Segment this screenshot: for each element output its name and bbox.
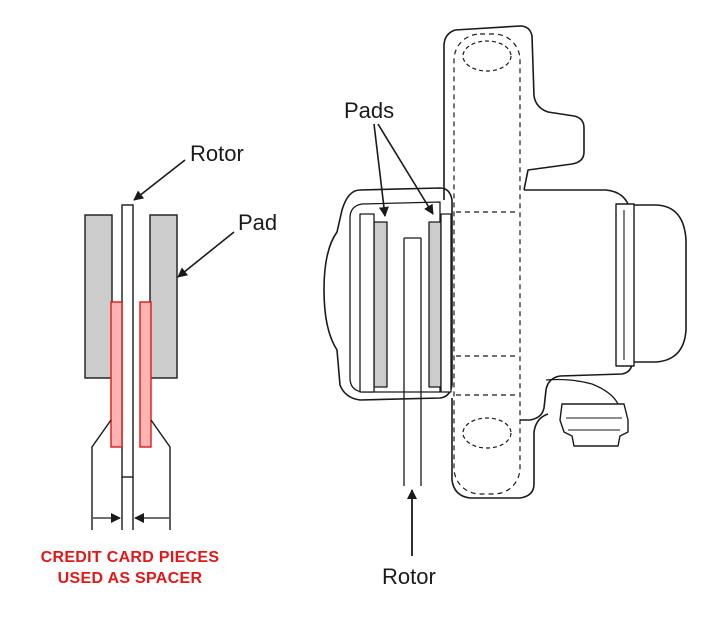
spacer-caption: CREDIT CARD PIECES USED AS SPACER xyxy=(20,548,240,590)
cross-section-diagram xyxy=(84,159,235,530)
lower-arm xyxy=(451,398,549,499)
rotor-section xyxy=(121,204,134,478)
caliper-drawing xyxy=(323,25,687,556)
right-spacer xyxy=(139,301,152,448)
caliper-body xyxy=(323,187,453,401)
caption-line-1: CREDIT CARD PIECES xyxy=(40,549,220,566)
pads-label: Pads xyxy=(344,98,395,123)
brake-hose-bracket xyxy=(545,378,619,405)
rotor-leader-left xyxy=(133,159,186,201)
piston-flange xyxy=(615,203,635,367)
piston-housing xyxy=(622,204,687,363)
rotor-label-right: Rotor xyxy=(382,564,436,589)
caliper-pad-left-plate xyxy=(359,213,375,393)
caliper-flare-right xyxy=(150,419,171,530)
left-pad xyxy=(84,214,113,379)
upper-bolt-hole xyxy=(462,40,512,72)
left-spacer xyxy=(110,301,123,448)
lower-bolt-hole xyxy=(462,417,512,449)
caption-line-2: USED AS SPACER xyxy=(57,569,203,587)
caliper-pad-left xyxy=(373,221,388,388)
mounting-arm xyxy=(454,25,585,191)
pads-leader-right xyxy=(377,123,434,215)
pad-label-left: Pad xyxy=(238,210,278,235)
mounting-arm-left-edge xyxy=(443,29,456,200)
mounting-bolt-channel xyxy=(453,33,521,495)
caliper-right-housing xyxy=(520,189,633,421)
caliper-pad-right xyxy=(428,221,442,388)
caliper-flare-left xyxy=(91,419,112,530)
caliper-pad-right-plate xyxy=(440,213,452,393)
pads-leader-left xyxy=(373,123,389,217)
right-pad xyxy=(149,214,178,379)
caliper-rotor xyxy=(403,237,422,486)
bleed-nipple xyxy=(559,403,629,447)
rotor-label-left: Rotor xyxy=(190,141,244,166)
pad-leader-left xyxy=(177,231,235,278)
